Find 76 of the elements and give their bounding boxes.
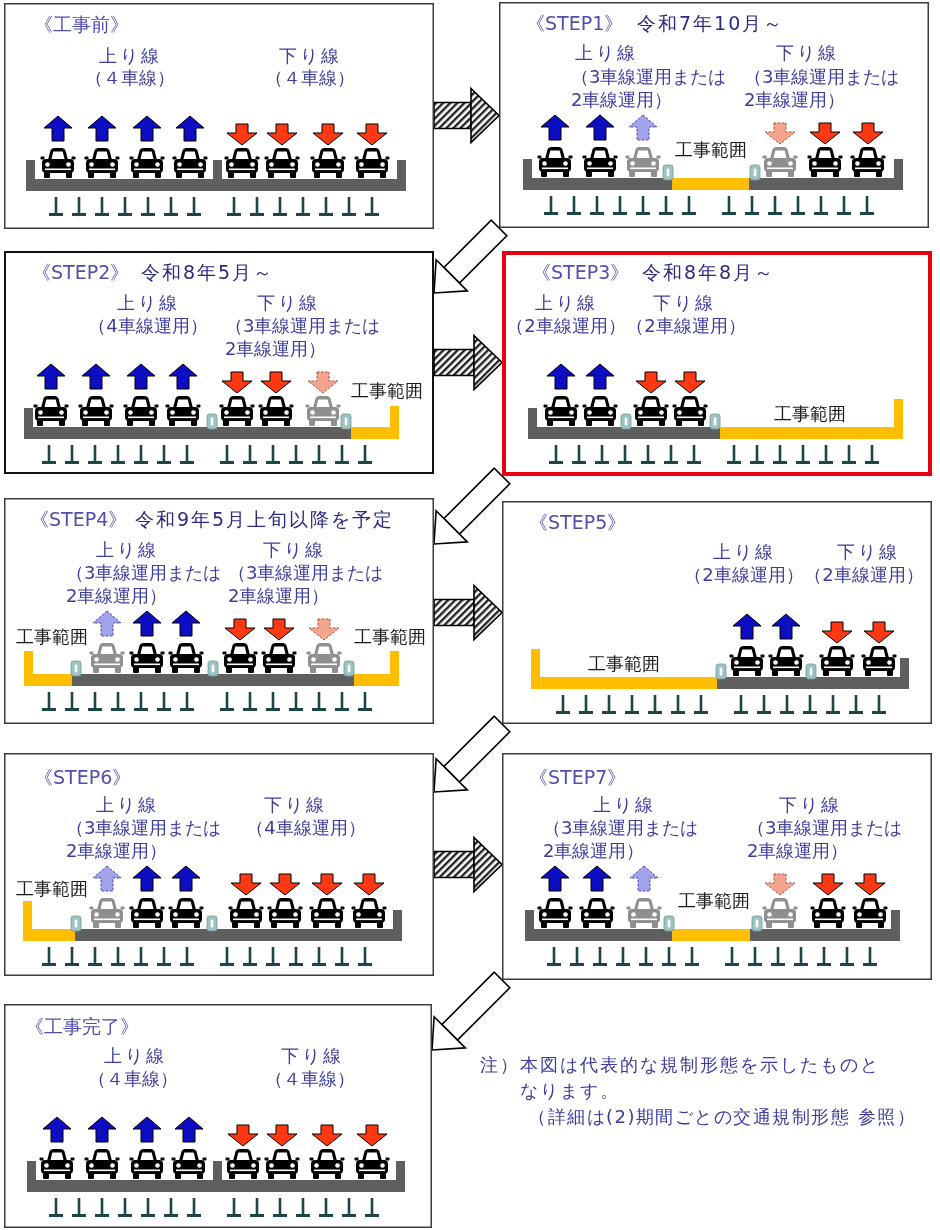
work-zone-label: 工事範囲 bbox=[774, 402, 846, 425]
lane-note: （4車線運用） bbox=[246, 816, 366, 839]
panel bbox=[499, 2, 929, 228]
block-arrow bbox=[433, 87, 500, 144]
block-arrow bbox=[433, 219, 508, 294]
step-title: 《STEP2》 bbox=[32, 261, 130, 284]
note-text: （詳細は(2)期間ごとの交通規制形態 参照） bbox=[528, 1105, 917, 1129]
lane-note: （3車線運用または2車線運用） bbox=[66, 816, 223, 862]
work-zone-label: 工事範囲 bbox=[351, 379, 423, 402]
lane-heading: 下り線 bbox=[778, 793, 842, 816]
block-arrow bbox=[433, 584, 503, 641]
lane-heading: 上り線 bbox=[592, 793, 656, 816]
lane-note: （４車線） bbox=[265, 66, 355, 89]
panel bbox=[502, 753, 932, 980]
lane-note: （４車線） bbox=[265, 1067, 355, 1090]
lane-note: （2車線運用） bbox=[684, 563, 804, 586]
lane-heading: 上り線 bbox=[712, 540, 776, 563]
lane-note: （４車線） bbox=[88, 1067, 178, 1090]
lane-heading: 上り線 bbox=[116, 291, 180, 314]
panel bbox=[4, 251, 434, 474]
step-title: 《STEP4》 bbox=[30, 508, 128, 531]
block-arrow bbox=[433, 467, 511, 545]
lane-note: （4車線運用） bbox=[88, 314, 208, 337]
lane-heading: 上り線 bbox=[574, 41, 638, 64]
note-text: 注）本図は代表的な規制形態を示したものとなります。 bbox=[480, 1053, 881, 1103]
block-arrow bbox=[433, 334, 503, 391]
panel bbox=[4, 1004, 432, 1228]
step-title: 《STEP3》 bbox=[532, 261, 630, 284]
work-zone-label: 工事範囲 bbox=[354, 625, 426, 648]
step-title: 《STEP7》 bbox=[529, 766, 627, 789]
lane-note: （2車線運用） bbox=[804, 563, 924, 586]
step-title: 《工事完了》 bbox=[25, 1015, 139, 1038]
lane-note: （3車線運用または2車線運用） bbox=[571, 65, 728, 111]
work-zone-label: 工事範囲 bbox=[678, 889, 750, 912]
lane-note: （3車線運用または2車線運用） bbox=[66, 561, 223, 607]
step-title: 《工事前》 bbox=[34, 13, 129, 36]
lane-note: （４車線） bbox=[85, 66, 175, 89]
lane-note: （2車線運用） bbox=[626, 314, 746, 337]
date-text: 令和8年5月～ bbox=[141, 261, 275, 284]
work-zone-label: 工事範囲 bbox=[16, 877, 88, 900]
lane-heading: 上り線 bbox=[95, 793, 159, 816]
date-text: 令和9年5月上旬以降を予定 bbox=[135, 508, 395, 531]
lane-heading: 下り線 bbox=[262, 538, 326, 561]
lane-heading: 下り線 bbox=[836, 540, 900, 563]
panel bbox=[4, 498, 434, 724]
block-arrow bbox=[433, 836, 503, 893]
lane-heading: 下り線 bbox=[256, 291, 320, 314]
step-title: 《STEP1》 bbox=[526, 12, 624, 35]
date-text: 令和7年10月～ bbox=[637, 12, 785, 35]
lane-heading: 下り線 bbox=[263, 793, 327, 816]
panel bbox=[4, 753, 434, 976]
work-zone-label: 工事範囲 bbox=[675, 138, 747, 161]
step-title: 《STEP5》 bbox=[529, 511, 627, 534]
lane-note: （3車線運用または2車線運用） bbox=[228, 561, 385, 607]
panel bbox=[4, 3, 434, 229]
lane-heading: 上り線 bbox=[103, 1044, 167, 1067]
date-text: 令和8年8月～ bbox=[642, 261, 776, 284]
lane-note: （3車線運用または2車線運用） bbox=[543, 816, 700, 862]
lane-note: （2車線運用） bbox=[506, 314, 626, 337]
work-zone-label: 工事範囲 bbox=[588, 652, 660, 675]
lane-note: （3車線運用または2車線運用） bbox=[225, 314, 382, 360]
lane-heading: 下り線 bbox=[278, 44, 342, 67]
lane-heading: 上り線 bbox=[95, 538, 159, 561]
work-zone-label: 工事範囲 bbox=[16, 625, 88, 648]
block-arrow bbox=[431, 971, 511, 1051]
lane-heading: 上り線 bbox=[534, 291, 598, 314]
panel bbox=[502, 251, 932, 476]
block-arrow bbox=[433, 715, 511, 793]
step-title: 《STEP6》 bbox=[34, 766, 132, 789]
lane-heading: 下り線 bbox=[652, 291, 716, 314]
lane-heading: 下り線 bbox=[280, 1044, 344, 1067]
lane-heading: 上り線 bbox=[98, 44, 162, 67]
panel bbox=[502, 501, 932, 724]
lane-note: （3車線運用または2車線運用） bbox=[744, 65, 901, 111]
lane-note: （3車線運用または2車線運用） bbox=[747, 816, 904, 862]
lane-heading: 下り線 bbox=[775, 41, 839, 64]
